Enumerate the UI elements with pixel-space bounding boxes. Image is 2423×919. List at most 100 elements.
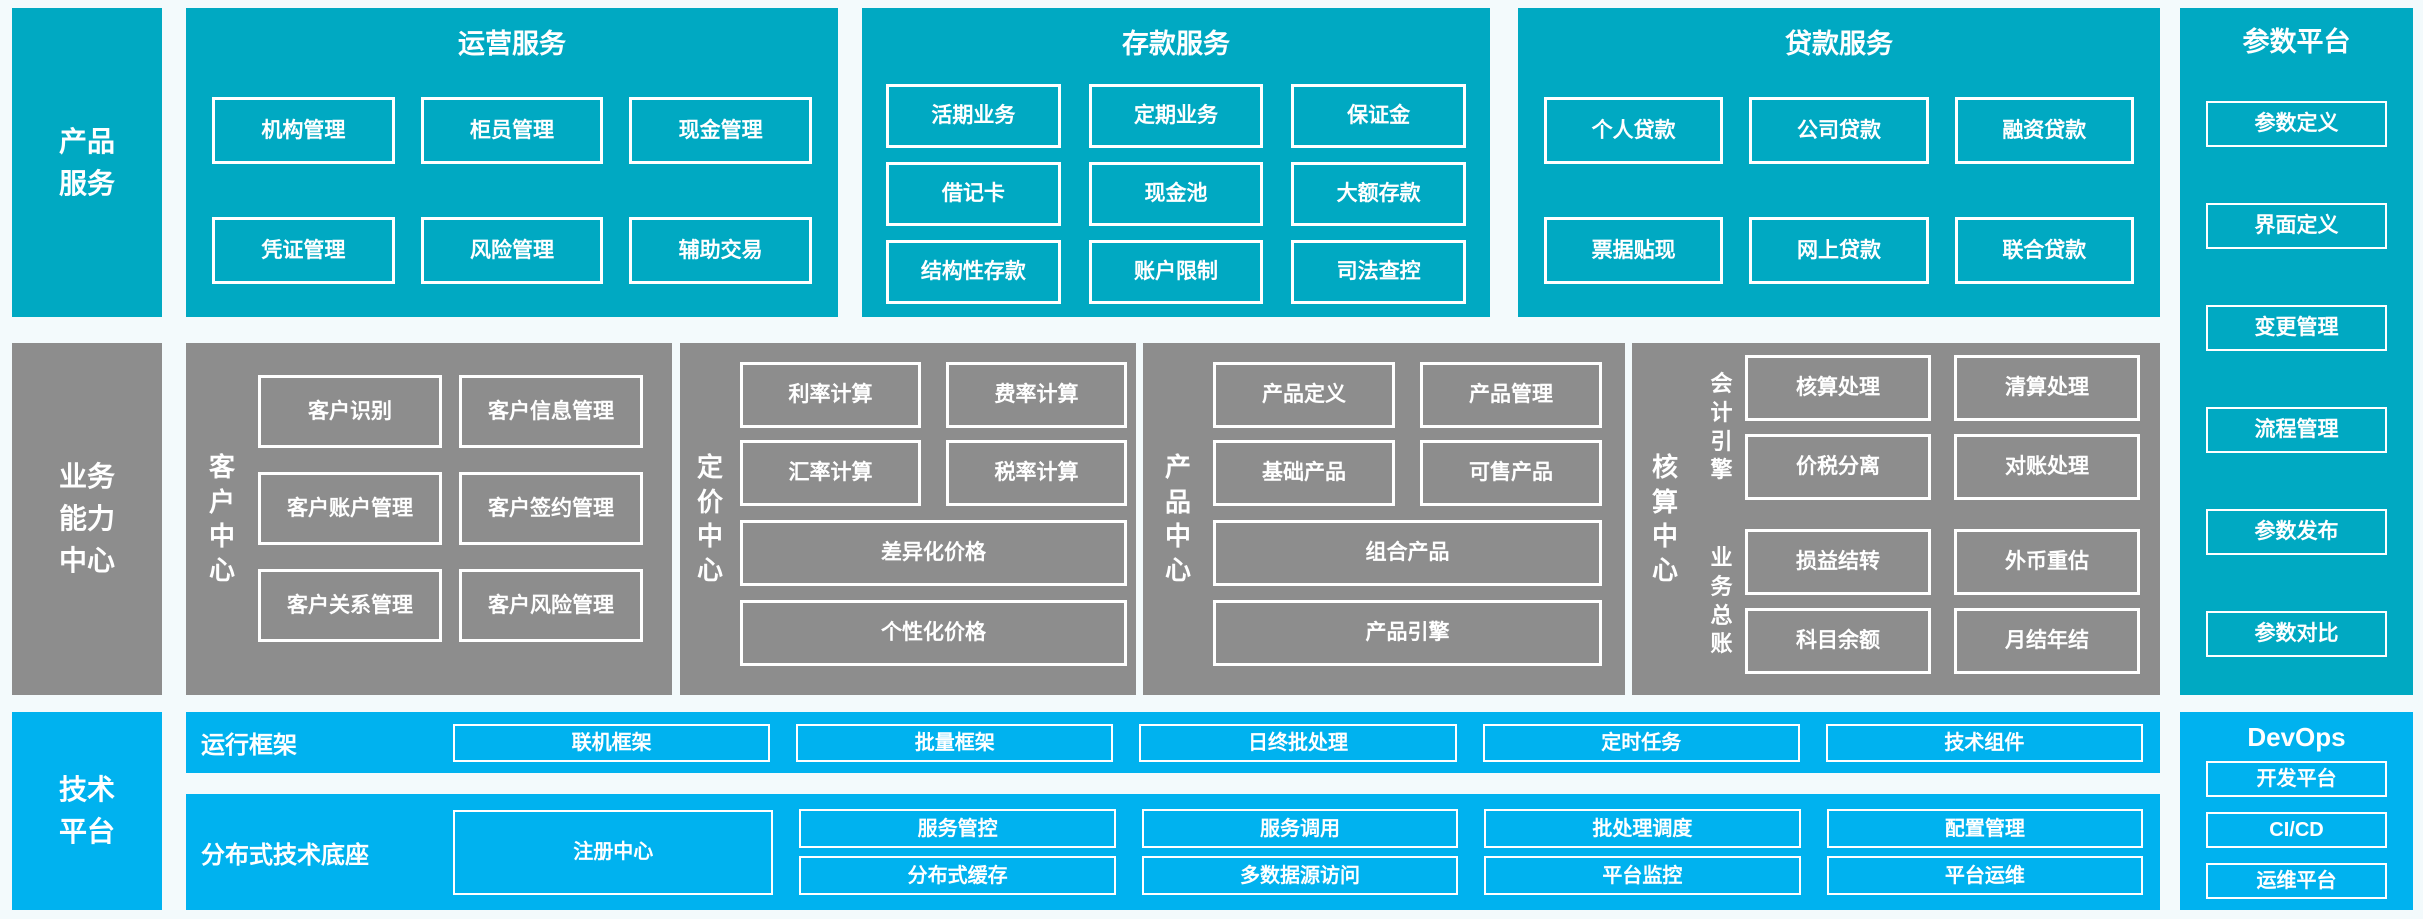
pricing-content: 利率计算 费率计算 汇率计算 税率计算 差异化价格 个性化价格 [740, 343, 1136, 695]
distributed-box-1-0: 分布式缓存 [799, 856, 1116, 895]
loans-box-5: 联合贷款 [1954, 217, 2134, 284]
product-box-3: 可售产品 [1420, 440, 1602, 506]
section-operations: 运营服务 机构管理 柜员管理 现金管理 凭证管理 风险管理 辅助交易 [186, 8, 838, 317]
deposits-box-1: 定期业务 [1088, 84, 1264, 148]
customer-center-label-text: 客户中心 [208, 452, 235, 586]
runtime-box-2: 日终批处理 [1139, 723, 1457, 762]
row-label-business-text: 业务能力中心 [58, 461, 115, 576]
row-label-products-text: 产品服务 [58, 125, 115, 199]
distributed-col-2: 批处理调度 平台监控 [1484, 809, 1801, 895]
loans-box-3: 票据贴现 [1544, 217, 1724, 284]
runtime-label: 运行框架 [201, 732, 297, 759]
customer-box-2: 客户账户管理 [258, 472, 442, 545]
row-label-business: 业务能力中心 [12, 343, 162, 695]
section-deposits: 存款服务 活期业务 定期业务 保证金 借记卡 现金池 大额存款 结构性存款 账户… [862, 8, 1490, 317]
accounting-group-engine: 会计引擎 核算处理 清算处理 价税分离 对账处理 [1698, 355, 2140, 500]
customer-grid: 客户识别 客户信息管理 客户账户管理 客户签约管理 客户关系管理 客户风险管理 [258, 343, 672, 695]
pricing-box-0: 利率计算 [740, 362, 921, 428]
accounting-groups: 会计引擎 核算处理 清算处理 价税分离 对账处理 业务总账 损益结转 外币重估 … [1698, 343, 2160, 695]
product-box-0: 产品定义 [1213, 362, 1395, 428]
section-customer-center: 客户中心 客户识别 客户信息管理 客户账户管理 客户签约管理 客户关系管理 客户… [186, 343, 672, 695]
pricing-center-label-text: 定价中心 [696, 452, 723, 586]
runtime-box-1: 批量框架 [796, 723, 1114, 762]
devops-box-2: 运维平台 [2206, 863, 2387, 899]
distributed-box-0-3: 配置管理 [1826, 809, 2144, 848]
customer-box-4: 客户关系管理 [258, 569, 442, 642]
section-deposits-title: 存款服务 [1122, 29, 1230, 59]
accounting-engine-label-text: 会计引擎 [1710, 371, 1733, 483]
loans-grid: 个人贷款 公司贷款 融资贷款 票据贴现 网上贷款 联合贷款 [1544, 97, 2134, 284]
loans-box-0: 个人贷款 [1544, 97, 1724, 164]
pricing-grid: 利率计算 费率计算 汇率计算 税率计算 [740, 362, 1127, 506]
deposits-box-8: 司法查控 [1291, 240, 1466, 304]
product-wide-box-0: 组合产品 [1213, 520, 1602, 586]
params-box-2: 变更管理 [2206, 305, 2387, 351]
loans-box-4: 网上贷款 [1749, 217, 1929, 284]
product-box-2: 基础产品 [1213, 440, 1395, 506]
operations-box-5: 辅助交易 [629, 217, 812, 284]
deposits-box-0: 活期业务 [886, 84, 1061, 148]
deposits-box-4: 现金池 [1088, 162, 1264, 226]
devops-title: DevOps [2247, 722, 2346, 752]
accounting-box-1: 清算处理 [1954, 355, 2140, 421]
section-devops: DevOps 开发平台 CI/CD 运维平台 [2180, 712, 2413, 910]
accounting-box-0: 核算处理 [1745, 355, 1931, 421]
operations-grid: 机构管理 柜员管理 现金管理 凭证管理 风险管理 辅助交易 [212, 97, 812, 284]
section-distributed-base: 分布式技术底座 注册中心 服务管控 分布式缓存 服务调用 多数据源访问 批处理调… [186, 794, 2160, 910]
section-accounting-center: 核算中心 会计引擎 核算处理 清算处理 价税分离 对账处理 业务总账 损 [1632, 343, 2160, 695]
customer-center-label: 客户中心 [186, 343, 258, 695]
loans-box-2: 融资贷款 [1954, 97, 2134, 164]
accounting-box-2: 价税分离 [1745, 434, 1931, 500]
runtime-boxes: 联机框架 批量框架 日终批处理 定时任务 技术组件 [453, 723, 2144, 762]
row-label-products: 产品服务 [12, 8, 162, 317]
accounting-box-7: 月结年结 [1954, 608, 2140, 674]
accounting-box-5: 外币重估 [1954, 529, 2140, 595]
deposits-box-3: 借记卡 [886, 162, 1061, 226]
section-pricing-center: 定价中心 利率计算 费率计算 汇率计算 税率计算 差异化价格 个性化价格 [680, 343, 1136, 695]
accounting-engine-label: 会计引擎 [1698, 370, 1745, 484]
accounting-ledger-grid: 损益结转 外币重估 科目余额 月结年结 [1745, 529, 2140, 674]
pricing-wide-box-1: 个性化价格 [740, 600, 1127, 666]
accounting-group-ledger: 业务总账 损益结转 外币重估 科目余额 月结年结 [1698, 529, 2140, 674]
customer-box-5: 客户风险管理 [459, 569, 643, 642]
params-box-1: 界面定义 [2206, 203, 2387, 249]
accounting-ledger-label-text: 业务总账 [1710, 545, 1733, 657]
params-box-3: 流程管理 [2206, 407, 2387, 453]
section-runtime-framework: 运行框架 联机框架 批量框架 日终批处理 定时任务 技术组件 [186, 712, 2160, 773]
deposits-box-7: 账户限制 [1088, 240, 1264, 304]
product-wide-box-1: 产品引擎 [1213, 600, 1602, 666]
pricing-center-label: 定价中心 [680, 343, 740, 695]
runtime-box-4: 技术组件 [1825, 723, 2144, 762]
runtime-box-3: 定时任务 [1482, 723, 1800, 762]
pricing-box-1: 费率计算 [946, 362, 1127, 428]
params-box-5: 参数对比 [2206, 611, 2387, 657]
section-operations-title: 运营服务 [458, 29, 566, 59]
distributed-box-0-0: 服务管控 [799, 809, 1116, 848]
operations-box-2: 现金管理 [629, 97, 812, 164]
pricing-box-3: 税率计算 [946, 440, 1127, 506]
params-box-0: 参数定义 [2206, 101, 2387, 147]
product-box-1: 产品管理 [1420, 362, 1602, 428]
deposits-box-5: 大额存款 [1291, 162, 1466, 226]
operations-box-1: 柜员管理 [420, 97, 604, 164]
params-stack: 参数定义 界面定义 变更管理 流程管理 参数发布 参数对比 [2206, 101, 2387, 657]
distributed-box-0-2: 批处理调度 [1484, 809, 1801, 848]
pricing-wide-box-0: 差异化价格 [740, 520, 1127, 586]
customer-box-1: 客户信息管理 [459, 375, 643, 448]
pricing-box-2: 汇率计算 [740, 440, 921, 506]
operations-box-0: 机构管理 [212, 97, 395, 164]
runtime-box-0: 联机框架 [453, 723, 771, 762]
operations-box-4: 风险管理 [420, 217, 604, 284]
accounting-box-6: 科目余额 [1745, 608, 1931, 674]
customer-box-3: 客户签约管理 [459, 472, 643, 545]
accounting-box-4: 损益结转 [1745, 529, 1931, 595]
accounting-ledger-label: 业务总账 [1698, 544, 1745, 658]
params-box-4: 参数发布 [2206, 509, 2387, 555]
section-parameter-platform: 参数平台 参数定义 界面定义 变更管理 流程管理 参数发布 参数对比 [2180, 8, 2413, 695]
section-params-title: 参数平台 [2242, 27, 2351, 57]
loans-box-1: 公司贷款 [1749, 97, 1929, 164]
devops-box-0: 开发平台 [2206, 761, 2387, 797]
distributed-box-1-3: 平台运维 [1826, 856, 2144, 895]
distributed-col-1: 服务调用 多数据源访问 [1141, 809, 1459, 895]
